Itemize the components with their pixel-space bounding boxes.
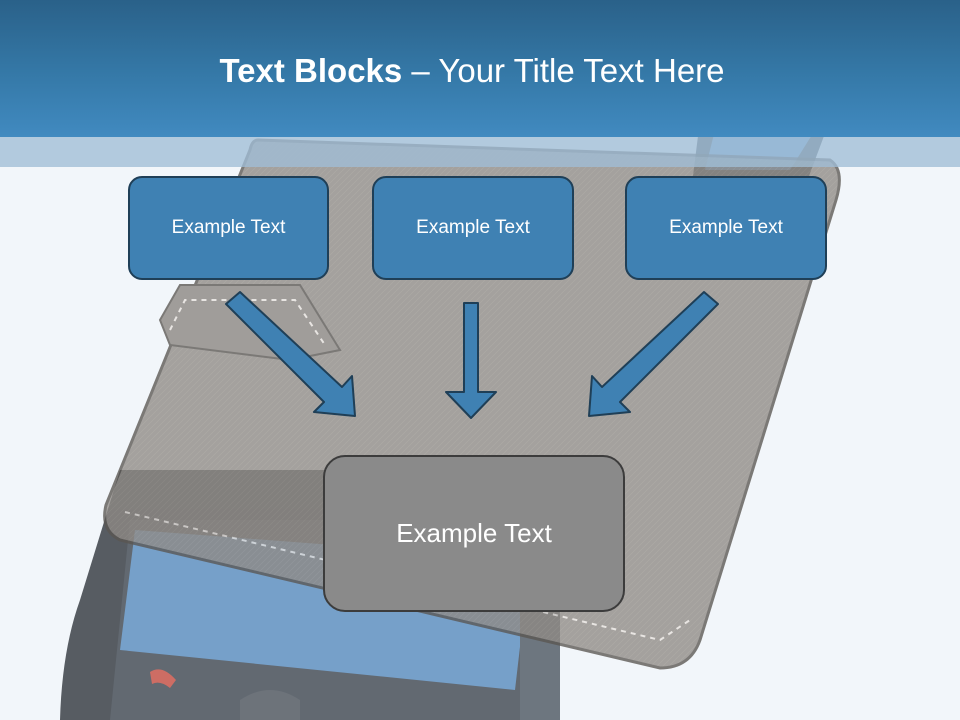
slide-title-dash: –: [402, 52, 439, 89]
slide-title-bold: Text Blocks: [219, 52, 403, 89]
arrow-down-right-icon: [225, 291, 356, 417]
text-block-left-label: Example Text: [171, 217, 286, 238]
header-band: [0, 0, 960, 137]
text-block-main-label: Example Text: [396, 518, 552, 548]
slide-title-rest: Your Title Text Here: [438, 52, 725, 89]
slide-title: Text Blocks – Your Title Text Here: [0, 52, 944, 90]
text-block-center-label: Example Text: [416, 217, 530, 238]
text-block-right-label: Example Text: [669, 217, 783, 238]
text-block-right[interactable]: Example Text: [625, 176, 827, 280]
text-block-center[interactable]: Example Text: [372, 176, 574, 280]
arrow-down-icon: [445, 302, 497, 419]
arrow-down-left-icon: [588, 291, 719, 417]
header-stripe: [0, 137, 960, 167]
text-block-left[interactable]: Example Text: [128, 176, 329, 280]
text-block-main[interactable]: Example Text: [323, 455, 625, 612]
